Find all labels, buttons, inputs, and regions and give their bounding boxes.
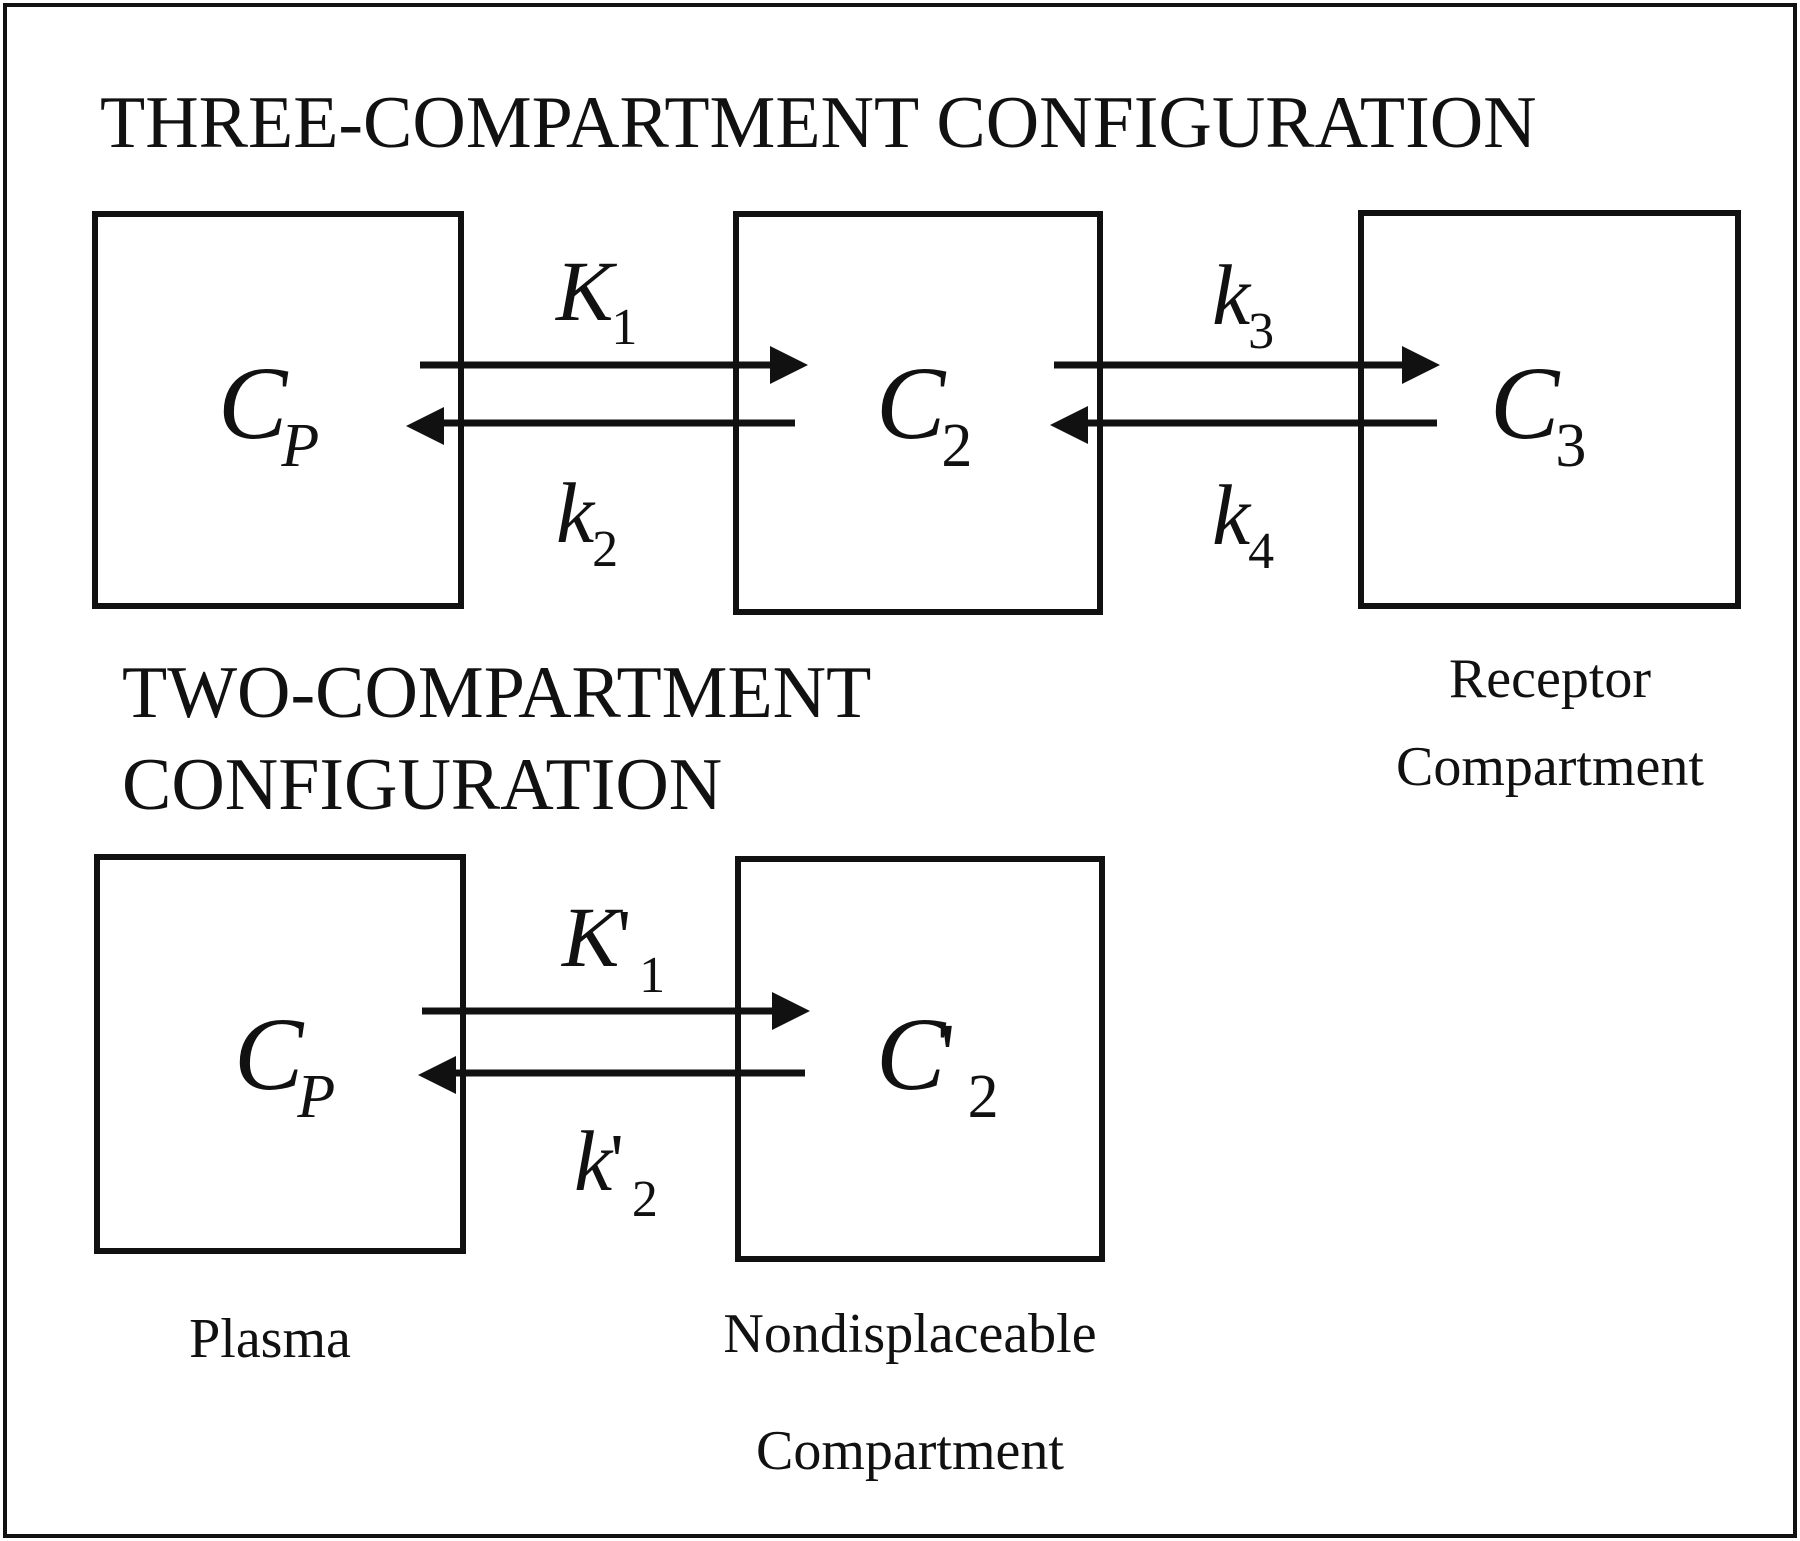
plasma-compartment-box	[92, 211, 464, 609]
c3-symbol: C3	[1490, 346, 1587, 480]
k4-rate-label: k4	[1212, 467, 1275, 580]
receptor-label-line2: Compartment	[1396, 736, 1704, 798]
plasma-compartment-box-two	[94, 854, 466, 1254]
receptor-label-line1: Receptor	[1448, 648, 1652, 710]
k2-prime-rate-label: k'2	[574, 1113, 658, 1228]
c2-compartment-box	[733, 211, 1103, 615]
receptor-compartment-box	[1358, 210, 1741, 609]
nondisplaceable-label-line1: Nondisplaceable	[723, 1303, 1097, 1365]
figure-frame	[3, 3, 1797, 1538]
k3-rate-label: k3	[1212, 247, 1275, 360]
c2-symbol: C2	[876, 346, 973, 480]
plasma-label: Plasma	[189, 1308, 351, 1370]
cp-symbol-two: CP	[234, 997, 336, 1131]
nondisplaceable-label-line2: Compartment	[756, 1420, 1064, 1482]
three-compartment-heading: THREE-COMPARTMENT CONFIGURATION	[100, 82, 1537, 164]
c2-prime-symbol: C'2	[876, 997, 999, 1131]
cp-symbol: CP	[218, 346, 320, 480]
nondisplaceable-compartment-box	[735, 856, 1105, 1262]
k1-prime-rate-label: K'1	[562, 889, 666, 1004]
k2-rate-label: k2	[556, 465, 619, 578]
k1-rate-label: K1	[556, 243, 638, 356]
two-compartment-heading-line1: TWO-COMPARTMENT	[122, 652, 872, 734]
two-compartment-heading-line2: CONFIGURATION	[122, 744, 723, 826]
